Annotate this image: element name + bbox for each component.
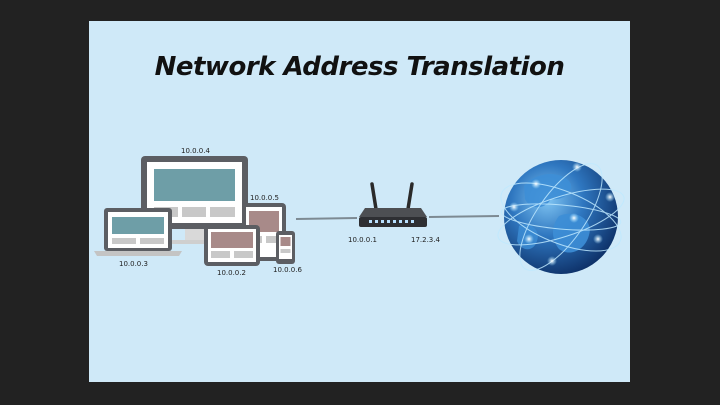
small-tablet-ip-label: 10.0.0.2 <box>217 269 246 277</box>
router-icon <box>359 182 427 227</box>
phone-icon <box>276 231 295 264</box>
globe-icon <box>497 160 625 274</box>
diagram-title: Network Address Translation <box>154 52 565 82</box>
phone-ip-label: 10.0.0.6 <box>273 266 302 274</box>
network-diagram <box>94 156 625 274</box>
router-inside-ip-label: 10.0.0.1 <box>348 236 377 244</box>
wan-link <box>428 215 500 218</box>
small-tablet-icon <box>204 225 260 266</box>
lan-link <box>295 217 358 220</box>
router-outside-ip-label: 17.2.3.4 <box>411 236 440 244</box>
monitor-ip-label: 10.0.0.4 <box>181 147 210 155</box>
diagram-slide: Network Address Translation <box>89 21 630 382</box>
laptop-ip-label: 10.0.0.3 <box>119 260 148 268</box>
laptop-icon <box>94 208 182 256</box>
tablet-ip-label: 10.0.0.5 <box>250 194 279 202</box>
